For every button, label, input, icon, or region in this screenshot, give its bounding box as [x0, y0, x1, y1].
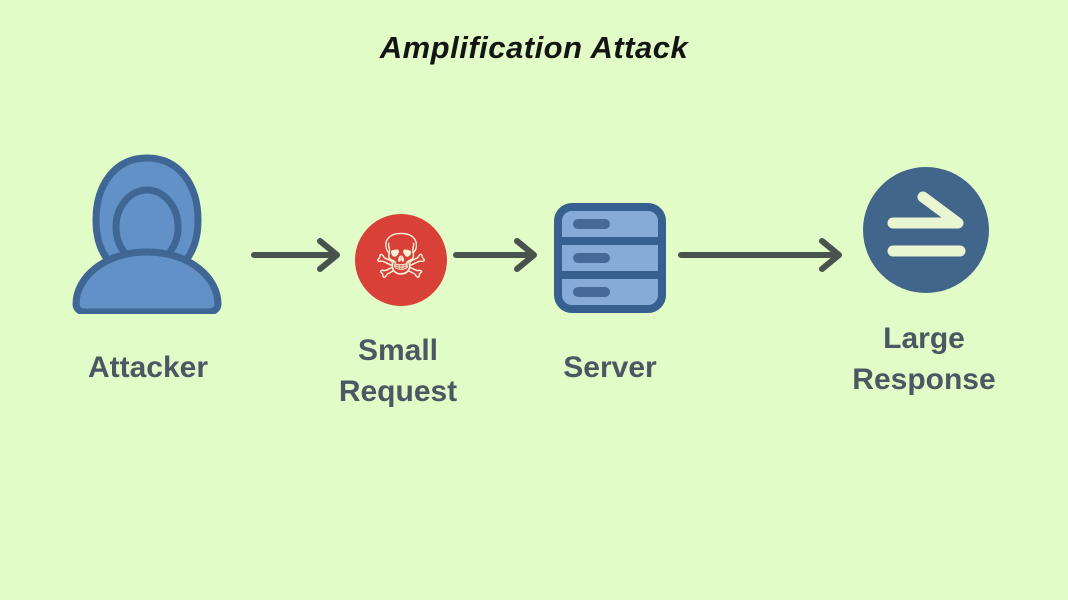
large-response-label: Large Response [852, 322, 996, 396]
hooded-attacker-icon [72, 154, 222, 314]
diagram-title: Amplification Attack [379, 30, 689, 65]
server-rack-icon [554, 203, 666, 313]
small-request-label: Small Request [338, 334, 458, 408]
arrow-right-icon [251, 238, 340, 272]
skull-crossbones-icon: ☠ [355, 214, 447, 306]
arrow-right-icon [678, 238, 842, 272]
skull-glyph: ☠ [373, 223, 429, 292]
arrow-right-icon [453, 238, 537, 272]
double-bar-arrow-icon [863, 167, 989, 293]
attacker-label: Attacker [87, 351, 209, 384]
server-label: Server [563, 351, 657, 384]
